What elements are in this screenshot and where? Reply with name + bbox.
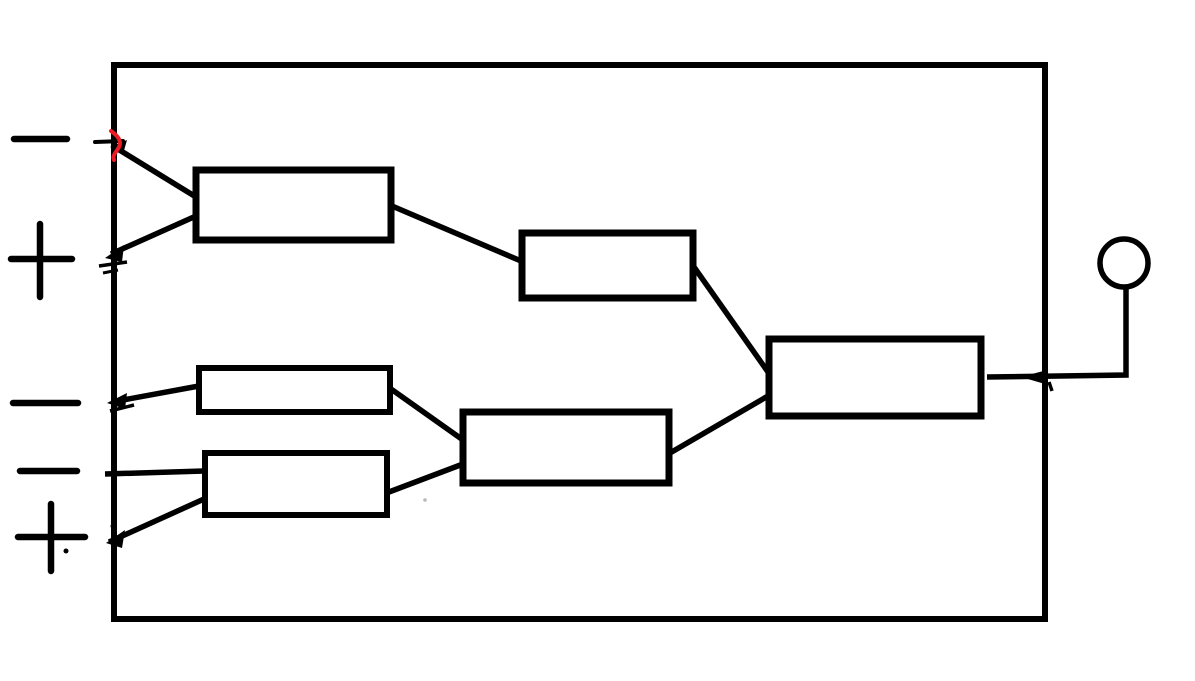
arrowhead-terminal-3: [107, 393, 127, 409]
wire-block5-to-block6: [668, 393, 770, 456]
block-1: [192, 166, 395, 244]
plus-symbol-terminal-2: [7, 220, 76, 301]
output-terminal-circle: [1097, 236, 1151, 290]
outer-boundary-box: [111, 62, 1048, 622]
terminal-5-tick: [110, 524, 116, 534]
terminal-2-dash: [98, 260, 128, 268]
stray-dot: [63, 548, 69, 554]
wire-block4-to-block5: [388, 461, 464, 495]
block-3: [196, 365, 393, 415]
block-2: [518, 229, 697, 302]
arrowhead-terminal-2: [105, 245, 124, 262]
wire-block1-to-terminal2: [109, 213, 198, 257]
wire-terminal4-to-block4: [104, 468, 205, 477]
wire-block3-to-block5: [389, 386, 465, 443]
wire-block4-to-terminal5: [107, 496, 206, 545]
red-annotation-mark: [109, 129, 122, 162]
arrowheads: [63, 140, 1047, 554]
block-5: [459, 408, 673, 487]
ink-layer: [7, 62, 1151, 622]
wire-block3-to-terminal3: [111, 383, 200, 405]
wire-terminal1-to-block1: [111, 143, 198, 200]
terminal-symbols: [7, 135, 89, 575]
wire-block1-to-block2: [390, 203, 523, 264]
wire-block2-to-block6: [691, 265, 771, 374]
wire-circle-to-block6: [986, 287, 1129, 380]
block-6: [765, 335, 985, 420]
terminal-2-dash-2: [102, 268, 119, 275]
faint-speck: [423, 498, 427, 502]
arrowhead-into-block6: [1021, 370, 1047, 384]
arrowhead-terminal-5: [106, 530, 125, 548]
block6-arrow-tick: [1047, 381, 1054, 392]
block-4: [202, 450, 390, 518]
plus-symbol-terminal-5: [14, 500, 89, 575]
